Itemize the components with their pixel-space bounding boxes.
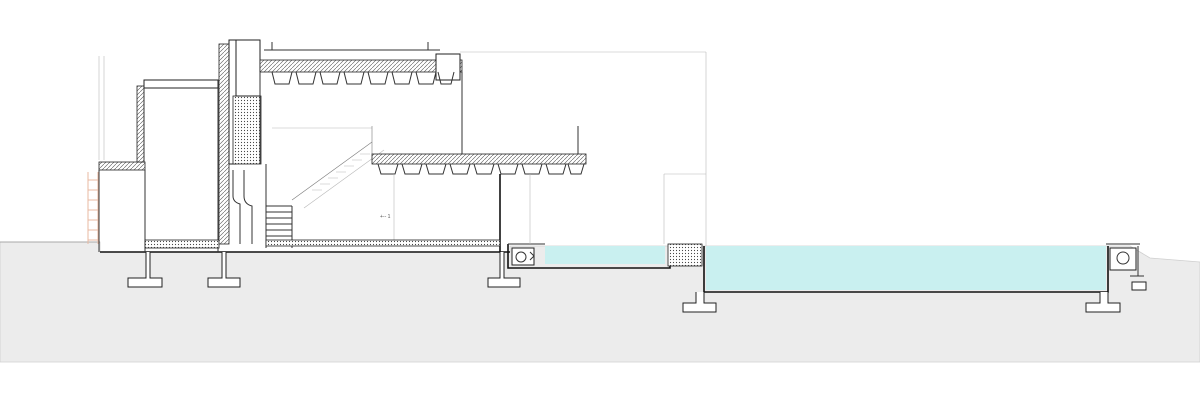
house-outline: +-- 1 [87, 39, 707, 252]
brick-coursing [87, 172, 99, 244]
pool-water-small [545, 246, 665, 264]
interior-level-tag: +-- 1 [380, 214, 391, 220]
cantilever-coffers [377, 163, 585, 175]
house-foundations [100, 251, 521, 288]
pool-section [507, 243, 1147, 313]
pool-skimmer-right [1109, 247, 1137, 271]
pool-skimmer-right-circle [1116, 251, 1130, 265]
pool-skimmer-left [511, 247, 535, 266]
pool-planter [667, 243, 703, 267]
pool-water-main [706, 246, 1106, 290]
roof-coffers [271, 71, 455, 85]
pool-skimmer-left-circle [515, 251, 527, 263]
stair-treads [312, 153, 370, 191]
